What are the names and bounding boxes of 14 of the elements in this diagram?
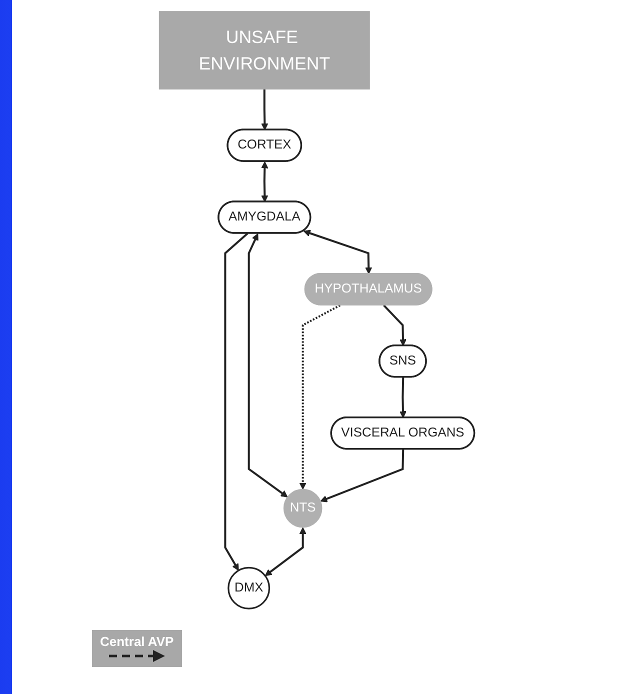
arrow <box>400 377 407 418</box>
arrow <box>383 304 407 346</box>
arrow <box>304 230 372 274</box>
node-circle: DMX <box>228 566 270 610</box>
node-box: UNSAFE ENVIRONMENT <box>159 11 370 90</box>
arrow <box>224 232 248 571</box>
legend-text: Central AVP <box>100 634 174 649</box>
arrow <box>261 89 268 130</box>
arrow <box>248 233 288 498</box>
arrow <box>261 161 268 202</box>
arrow <box>265 527 307 576</box>
node-circle: NTS <box>284 488 322 528</box>
arrow <box>320 449 404 502</box>
arrow <box>299 304 341 490</box>
